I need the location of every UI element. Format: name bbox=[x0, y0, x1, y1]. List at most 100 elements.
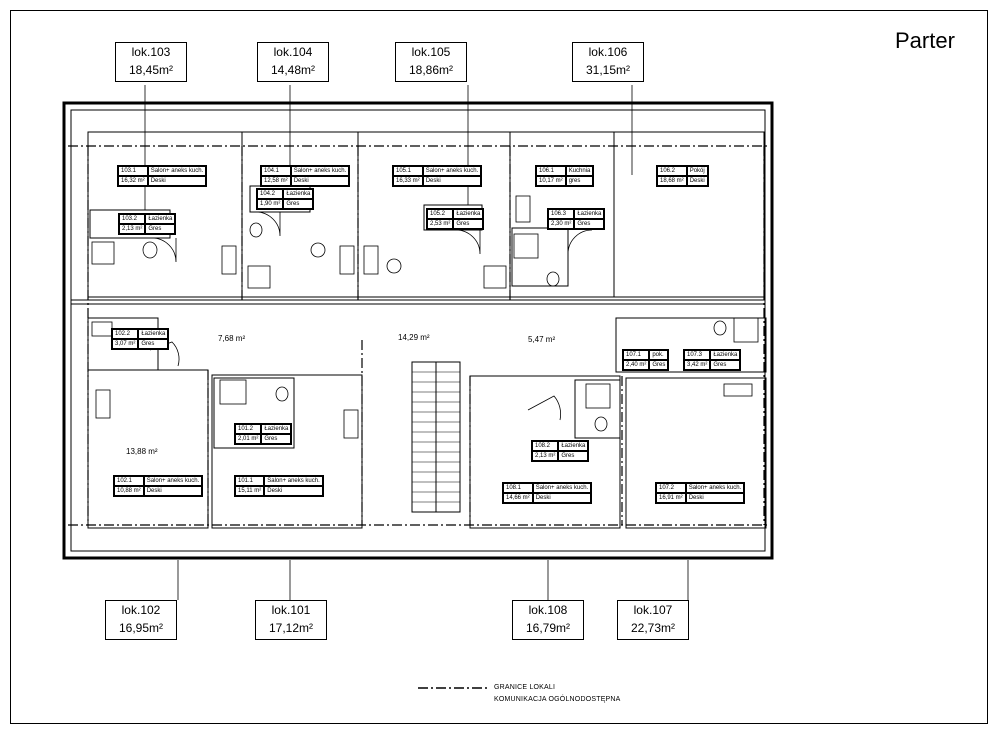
room-number: 107.2 bbox=[656, 483, 686, 493]
room-name: Salon+ aneks kuch. bbox=[147, 166, 207, 176]
shower-101 bbox=[219, 379, 247, 405]
hall-area: 5,47 m² bbox=[528, 335, 556, 344]
room-name: Łazienka bbox=[574, 209, 605, 219]
structure bbox=[62, 85, 774, 689]
room-number: 107.1 bbox=[623, 350, 650, 360]
kitchen-106 bbox=[515, 195, 531, 223]
room-area: 2,53 m² bbox=[427, 219, 454, 229]
outer-wall bbox=[62, 101, 774, 560]
room-floor: Deski bbox=[290, 176, 350, 186]
room-name: Łazienka bbox=[710, 350, 741, 360]
unit-area: 17,12m² bbox=[268, 621, 314, 635]
kitchen-104 bbox=[221, 245, 237, 275]
room-name: Łazienka bbox=[145, 214, 176, 224]
room-name: Łazienka bbox=[283, 189, 314, 199]
room-name: Łazienka bbox=[261, 424, 292, 434]
room-area: 3,07 m² bbox=[112, 339, 139, 349]
room-floor: Deski bbox=[422, 176, 482, 186]
room-area: 2,40 m² bbox=[623, 360, 650, 370]
room-area: 3,42 m² bbox=[684, 360, 711, 370]
room-area: 1,90 m² bbox=[257, 199, 284, 209]
room-floor: gres bbox=[565, 176, 594, 186]
room-name: Łazienka bbox=[558, 441, 589, 451]
door-106 bbox=[567, 229, 593, 255]
room-floor: Deski bbox=[143, 486, 203, 496]
room-name: Kuchnia bbox=[565, 166, 594, 176]
bath-101 bbox=[213, 377, 295, 449]
shower-103 bbox=[91, 241, 115, 265]
chimney-1 bbox=[310, 242, 326, 258]
bath-108 bbox=[574, 379, 621, 439]
room-number: 106.2 bbox=[657, 166, 687, 176]
outer-wall-inner bbox=[70, 109, 766, 552]
room-number: 106.1 bbox=[536, 166, 566, 176]
room-area: 12,58 m² bbox=[261, 176, 291, 186]
room-number: 104.2 bbox=[257, 189, 284, 199]
unit-id: lok.103 bbox=[131, 45, 171, 59]
unit-area: 16,95m² bbox=[118, 621, 164, 635]
room-area: 2,13 m² bbox=[532, 451, 559, 461]
room-number: 108.1 bbox=[503, 483, 533, 493]
unit-label-103: lok.103 18,45m² bbox=[115, 42, 187, 82]
room-name: Salon+ aneks kuch. bbox=[532, 483, 592, 493]
room-name: Salon+ aneks kuch. bbox=[685, 483, 745, 493]
legend-common-area: KOMUNIKACJA OGÓLNODOSTĘPNA bbox=[494, 696, 621, 703]
toilet-104 bbox=[249, 222, 263, 238]
room-area: 10,88 m² bbox=[114, 486, 144, 496]
room-floor: Gres bbox=[710, 360, 741, 370]
room-area: 2,13 m² bbox=[119, 224, 146, 234]
room-area: 16,33 m² bbox=[393, 176, 423, 186]
unit-id: lok.105 bbox=[411, 45, 451, 59]
shower-107 bbox=[733, 317, 759, 343]
room-area: 2,30 m² bbox=[548, 219, 575, 229]
room-name: Salon+ aneks kuch. bbox=[422, 166, 482, 176]
shower-106 bbox=[513, 233, 539, 259]
unit-area: 18,45m² bbox=[128, 63, 174, 77]
floor-title: Parter bbox=[895, 28, 955, 53]
unit-label-102: lok.102 16,95m² bbox=[105, 600, 177, 640]
drawing-frame bbox=[10, 10, 988, 724]
door-105 bbox=[455, 229, 481, 255]
door-108 bbox=[527, 395, 561, 421]
room-name: Łazienka bbox=[453, 209, 484, 219]
unit-label-106: lok.106 31,15m² bbox=[572, 42, 644, 82]
room-floor: Gres bbox=[558, 451, 589, 461]
room-name: Salon+ aneks kuch. bbox=[143, 476, 203, 486]
unit-label-105: lok.105 18,86m² bbox=[395, 42, 467, 82]
room-number: 107.3 bbox=[684, 350, 711, 360]
unit-id: lok.107 bbox=[633, 603, 673, 617]
kitchen-101 bbox=[343, 409, 359, 439]
sink-102 bbox=[91, 321, 113, 337]
room-area: 16,91 m² bbox=[656, 493, 686, 503]
room-number: 106.3 bbox=[548, 209, 575, 219]
kitchen-105a bbox=[339, 245, 355, 275]
room-name: Łazienka bbox=[138, 329, 169, 339]
room-106-2 bbox=[613, 131, 765, 298]
unit-label-108: lok.108 16,79m² bbox=[512, 600, 584, 640]
room-floor: Gres bbox=[283, 199, 314, 209]
room-floor: Gres bbox=[145, 224, 176, 234]
room-number: 104.1 bbox=[261, 166, 291, 176]
room-104 bbox=[241, 131, 359, 298]
hall-area: 7,68 m² bbox=[218, 334, 246, 343]
room-floor: Deski bbox=[685, 493, 745, 503]
toilet-101 bbox=[275, 386, 289, 402]
room-number: 102.2 bbox=[112, 329, 139, 339]
toilet-108 bbox=[594, 416, 608, 432]
room-number: 101.1 bbox=[235, 476, 265, 486]
room-name: Pokój bbox=[686, 166, 708, 176]
toilet-107 bbox=[713, 320, 727, 336]
door-102 bbox=[149, 341, 180, 367]
room-area: 10,17 m² bbox=[536, 176, 566, 186]
